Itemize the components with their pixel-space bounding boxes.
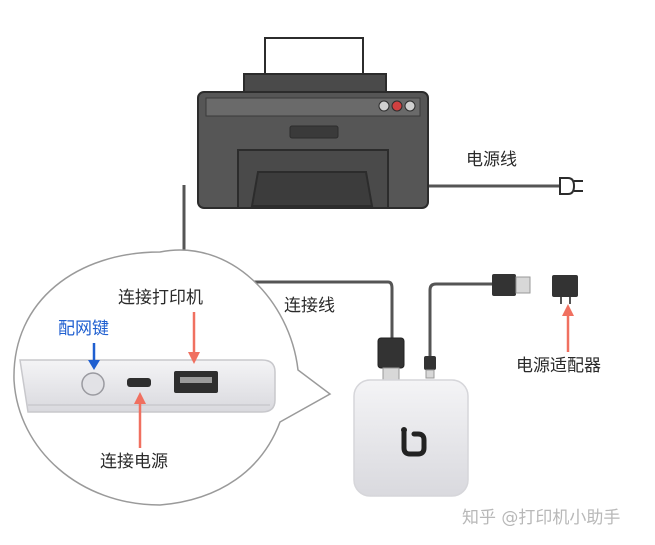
micro-usb-port	[127, 378, 151, 387]
watermark-text: 知乎 @打印机小助手	[462, 508, 621, 528]
arrow-red-head-adapter	[562, 304, 574, 316]
usb-connector-plug	[377, 337, 405, 381]
arrow-red-head-printer	[188, 352, 200, 364]
arrow-blue-head	[88, 360, 100, 370]
printer-button-1	[378, 100, 390, 112]
cables	[182, 184, 560, 360]
connect-cable-label: 连接线	[284, 296, 335, 316]
printer-slot	[289, 125, 339, 139]
pair-key-label: 配网键	[58, 319, 109, 339]
adapter-usb-plug	[492, 274, 531, 296]
power-adapter	[552, 275, 578, 304]
printer-output-slot	[250, 171, 374, 207]
power-cord-label: 电源线	[466, 150, 517, 170]
printer-button-3	[404, 100, 416, 112]
magnifier-callout	[13, 249, 332, 506]
connect-printer-label: 连接打印机	[118, 288, 203, 308]
box-usb-cable	[246, 280, 394, 338]
connect-power-label: 连接电源	[100, 452, 168, 472]
power-adapter-label: 电源适配器	[516, 356, 601, 376]
box-power-cable	[428, 282, 492, 360]
printer	[197, 37, 429, 209]
pair-key-button	[81, 372, 105, 396]
box-device	[353, 379, 469, 497]
micro-usb-plug	[424, 356, 436, 379]
printer-button-2	[391, 100, 403, 112]
power-plug-icon	[559, 177, 583, 195]
printer-top-panel	[205, 97, 421, 117]
arrows	[88, 304, 574, 448]
arrow-red-head-power	[134, 392, 146, 404]
box-logo-icon	[401, 427, 427, 457]
